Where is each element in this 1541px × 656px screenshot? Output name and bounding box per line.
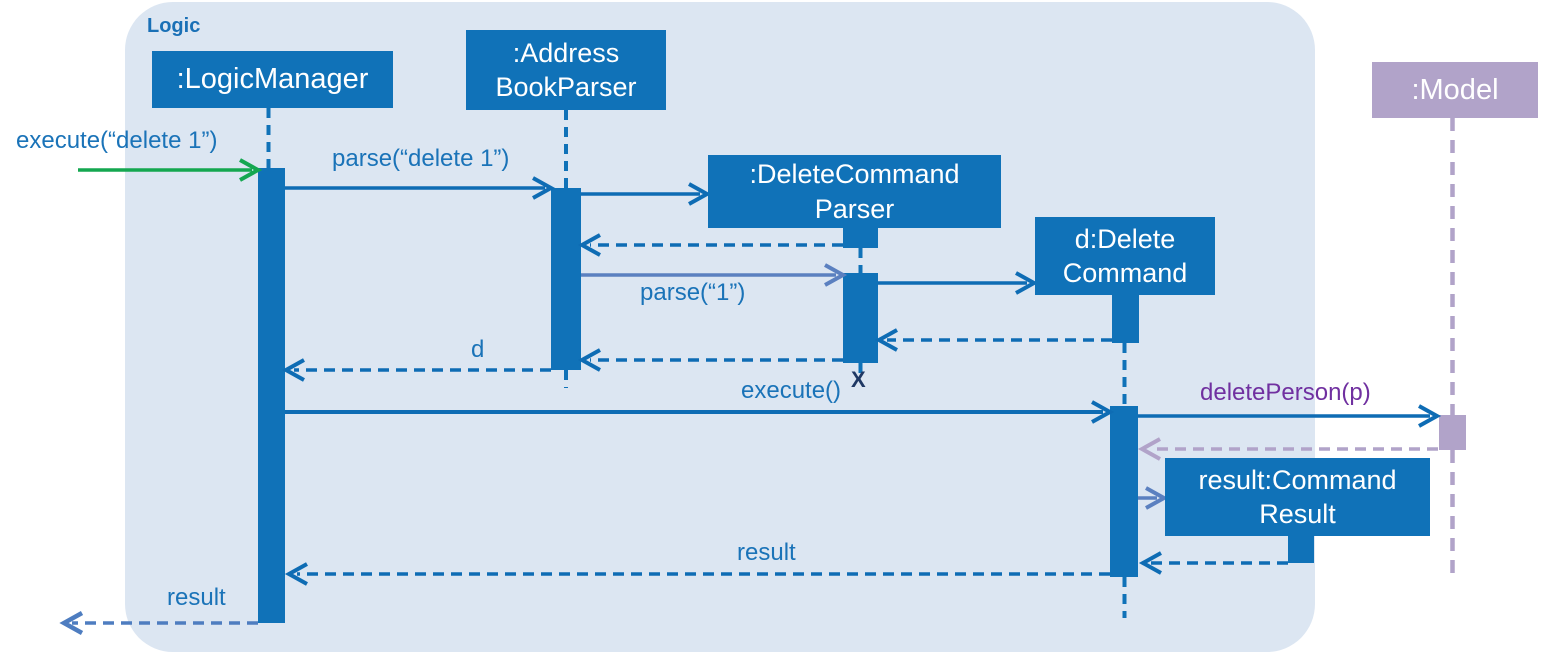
actor-model-label: :Model	[1411, 73, 1499, 106]
arrow-delete-person	[1138, 404, 1442, 428]
actor-command-result: result:Command Result	[1165, 458, 1430, 536]
arrow-return-result-inner	[284, 562, 1110, 586]
arrow-return-command-result	[1138, 551, 1288, 575]
arrow-execute-cmd	[78, 158, 263, 182]
actor-address-book-parser-label-1: :Address	[512, 37, 620, 68]
activation-model	[1439, 415, 1466, 450]
label-delete-person: deletePerson(p)	[1200, 379, 1371, 406]
actor-delete-command-label-1: d:Delete	[1074, 223, 1176, 254]
arrow-return-parser-2	[577, 348, 843, 372]
activation-command-result	[1288, 536, 1314, 563]
activation-delete-command-parser-2	[843, 273, 878, 363]
arrow-return-d	[281, 358, 551, 382]
actor-delete-command-parser-label-1: :DeleteCommand	[749, 159, 960, 190]
label-execute: execute()	[741, 377, 842, 404]
arrow-return-d-to-parser	[874, 328, 1112, 352]
logic-frame-label: Logic	[147, 15, 201, 37]
activation-bars	[258, 168, 1314, 623]
actor-model: :Model	[1372, 62, 1538, 118]
arrow-return-parser-1	[577, 233, 843, 257]
label-return-d: d	[471, 336, 485, 363]
activation-delete-command-2	[1110, 406, 1138, 577]
arrow-parse-1	[581, 263, 848, 287]
arrow-create-delete-command-parser	[581, 182, 712, 206]
activation-address-book-parser	[551, 188, 581, 370]
actor-command-result-label-1: result:Command	[1198, 464, 1397, 495]
actor-address-book-parser-label-2: BookParser	[495, 72, 637, 102]
arrow-create-command-result	[1138, 486, 1169, 510]
label-result-inner: result	[737, 539, 796, 566]
destroy-marker-icon: X	[851, 367, 866, 392]
actor-delete-command-label-2: Command	[1062, 258, 1188, 288]
arrow-parse-cmd	[285, 176, 556, 200]
actor-address-book-parser: :Address BookParser	[466, 30, 666, 110]
label-result-outer: result	[167, 584, 226, 611]
label-execute-cmd: execute(“delete 1”)	[16, 127, 218, 154]
actor-delete-command-parser: :DeleteCommand Parser	[708, 155, 1001, 228]
activation-delete-command-parser-1	[843, 227, 878, 248]
lifelines-logic	[266, 108, 1127, 618]
actor-logic-manager-label: :LogicManager	[176, 63, 369, 96]
arrow-execute	[285, 400, 1115, 424]
arrow-return-result-outer	[59, 611, 258, 635]
arrow-create-delete-command	[878, 271, 1039, 295]
activation-delete-command-1	[1112, 295, 1139, 343]
actor-delete-command: d:Delete Command	[1035, 217, 1215, 295]
actor-command-result-label-2: Result	[1259, 499, 1336, 529]
activation-logic-manager	[258, 168, 285, 623]
arrow-return-model	[1137, 437, 1438, 461]
actor-logic-manager: :LogicManager	[152, 51, 393, 108]
label-parse-cmd: parse(“delete 1”)	[332, 145, 510, 172]
label-parse-1: parse(“1”)	[640, 279, 746, 306]
actor-delete-command-parser-label-2: Parser	[814, 193, 895, 224]
